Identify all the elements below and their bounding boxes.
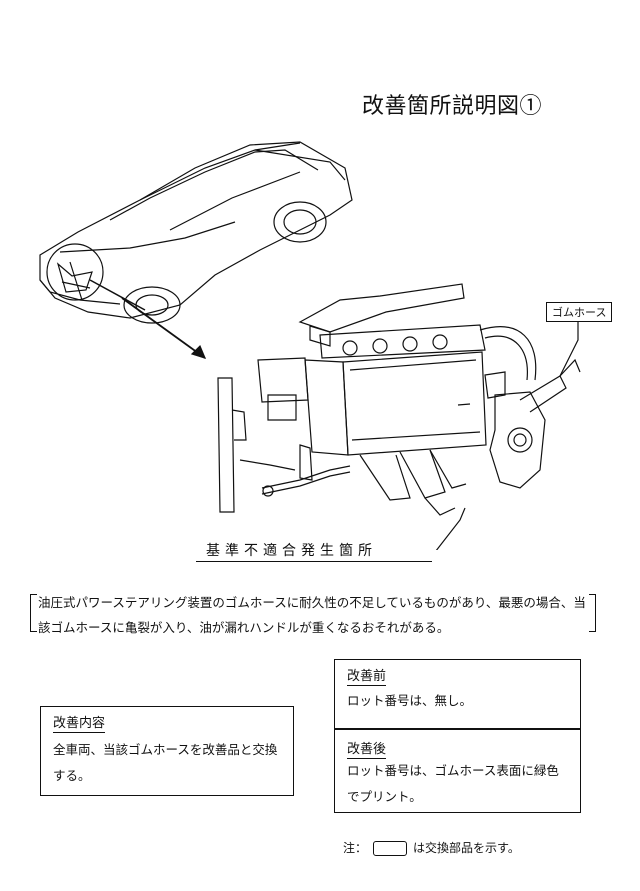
location-caption: 基準不適合発生箇所	[206, 543, 377, 559]
legend-swatch	[373, 841, 408, 856]
content-text: 全車両、当該ゴムホースを改善品と交換する。	[53, 742, 278, 783]
note-prefix: 注：	[343, 841, 368, 855]
page-title: 改善箇所説明図①	[362, 94, 543, 119]
car-engine-illustration	[39, 141, 581, 550]
before-heading: 改善前	[347, 665, 387, 686]
legend-note: 注： は交換部品を示す。	[343, 839, 520, 856]
bracket-right	[589, 594, 596, 632]
note-suffix: は交換部品を示す。	[413, 841, 520, 855]
before-box: 改善前 ロット番号は、無し。	[334, 659, 581, 729]
bracket-left	[30, 594, 37, 632]
after-heading: 改善後	[347, 738, 387, 759]
after-text: ロット番号は、ゴムホース表面に緑色でプリント。	[347, 763, 559, 804]
pointer-arrow	[121, 297, 206, 359]
part-callout-label: ゴムホース	[546, 302, 613, 322]
caption-underline	[196, 561, 432, 562]
content-box: 改善内容 全車両、当該ゴムホースを改善品と交換する。	[40, 706, 294, 796]
engine-drawing	[217, 283, 581, 516]
content-heading: 改善内容	[53, 712, 106, 733]
after-box: 改善後 ロット番号は、ゴムホース表面に緑色でプリント。	[334, 729, 581, 813]
part-label-leader	[559, 318, 579, 377]
defect-description: 油圧式パワーステアリング装置のゴムホースに耐久性の不足しているものがあり、最悪の…	[38, 595, 586, 635]
car-drawing	[39, 141, 353, 324]
pointer-arrowhead	[190, 344, 207, 359]
before-text: ロット番号は、無し。	[347, 693, 473, 708]
caption-leader	[435, 507, 466, 550]
